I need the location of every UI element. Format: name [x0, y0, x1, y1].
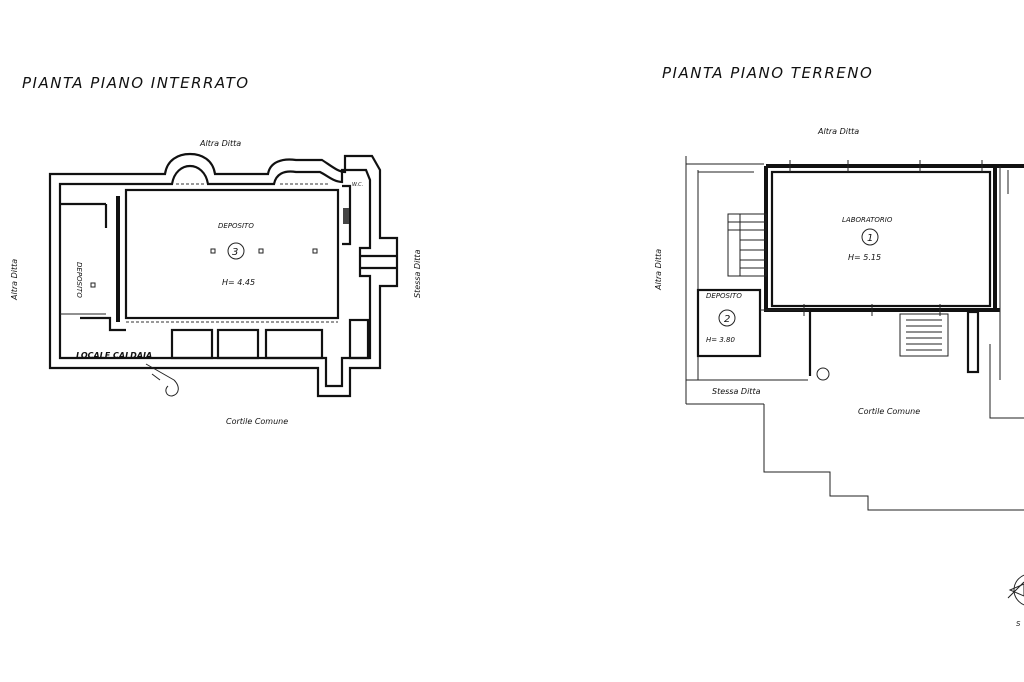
basement-plan-title: PIANTA PIANO INTERRATO [22, 74, 250, 92]
ground-main-room [764, 164, 1024, 312]
wall-markers [789, 160, 983, 316]
basement-inner-wall [58, 164, 372, 388]
basement-room-number-circle [227, 242, 245, 260]
ground-label-bottom-left: Stessa Ditta [712, 387, 761, 396]
basement-label-top: Altra Ditta [199, 139, 241, 148]
ground-label-top: Altra Ditta [817, 127, 859, 136]
basement-label-left: Altra Ditta [10, 259, 19, 301]
basement-label-right: Stessa Ditta [413, 249, 422, 298]
compass-letter-s: S [1016, 620, 1021, 628]
stairs-upper [727, 213, 767, 277]
boiler-door-swing [145, 363, 179, 397]
ground-side-number: 2 [724, 314, 730, 325]
basement-room-side: DEPOSITO [75, 262, 83, 298]
ground-room-number: 1 [867, 233, 873, 244]
ground-room-main: LABORATORIO [842, 216, 893, 224]
stairs-lower [899, 313, 949, 357]
pillar [258, 248, 264, 254]
ground-side-room [696, 288, 762, 358]
basement-room-main: DEPOSITO [218, 222, 254, 230]
basement-outer-wall [48, 152, 399, 398]
pillar [312, 248, 318, 254]
pillar [210, 248, 216, 254]
ground-boundary [685, 156, 764, 405]
ground-side-number-circle [718, 309, 736, 327]
basement-label-bottom: Cortile Comune [226, 417, 288, 426]
basement-wc-label: W.C. [352, 182, 363, 188]
basement-room-main-height: H= 4.45 [222, 278, 255, 287]
ground-room-side: DEPOSITO [706, 292, 742, 300]
basement-main-room [124, 188, 340, 320]
basement-plan: PIANTA PIANO INTERRATO Altra Ditta Altra… [10, 74, 422, 426]
compass-rose: S [1007, 574, 1024, 628]
ground-plan-title: PIANTA PIANO TERRENO [662, 64, 873, 82]
ground-room-side-height: H= 3.80 [706, 336, 735, 344]
ground-room-number-circle [861, 228, 879, 246]
ground-courtyard [763, 344, 1024, 511]
ground-room-main-height: H= 5.15 [848, 253, 881, 262]
ground-label-left: Altra Ditta [654, 249, 663, 291]
basement-room-boiler: LOCALE CALDAIA [76, 351, 152, 360]
ground-label-courtyard: Cortile Comune [858, 407, 920, 416]
ground-floor-plan: PIANTA PIANO TERRENO Altra Ditta Altra D… [654, 64, 1024, 511]
pillar [90, 282, 96, 288]
basement-room-number: 3 [232, 247, 238, 258]
